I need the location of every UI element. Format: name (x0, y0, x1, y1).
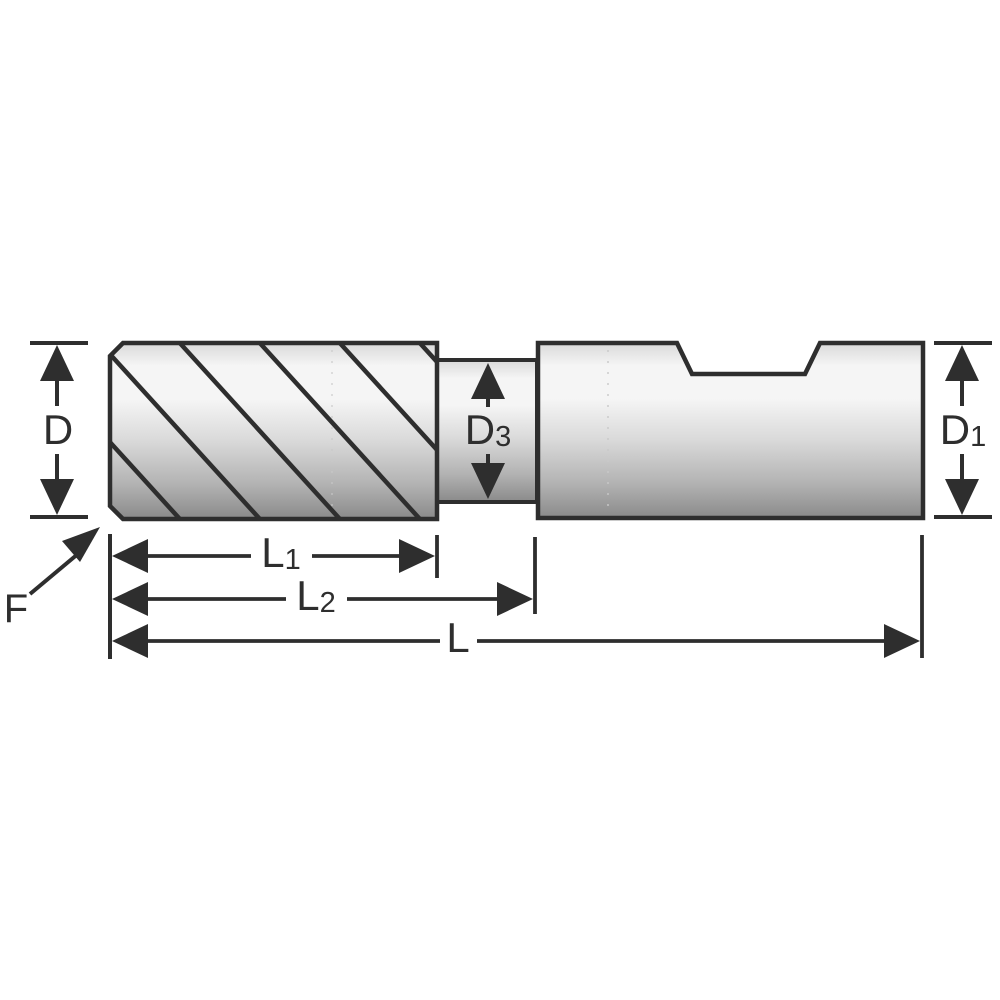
tool-body (107, 340, 926, 522)
arrow-left-icon (112, 539, 148, 573)
flute-line (110, 343, 280, 519)
arrow-down-icon (40, 479, 74, 515)
flute-line (246, 343, 437, 519)
arrow-up-icon (945, 345, 979, 381)
flute-section (107, 340, 440, 522)
callout-f: F (4, 527, 100, 631)
dimension-l: L (112, 535, 924, 661)
label-l1: L1 (261, 529, 301, 576)
dimension-l1: L1 (112, 529, 439, 578)
flute-line (326, 343, 437, 519)
flute-helix-lines (110, 343, 437, 519)
arrow-down-icon (471, 463, 505, 499)
dimension-d3: D3 (465, 363, 511, 499)
flute-line (110, 343, 200, 519)
arrow-up-icon (40, 345, 74, 381)
arrow-left-icon (112, 582, 148, 616)
arrow-right-icon (399, 539, 435, 573)
flute-line (166, 343, 360, 519)
dimension-d: D (30, 341, 88, 519)
label-l2: L2 (296, 572, 336, 619)
label-f: F (4, 587, 28, 631)
dimension-l2: L2 (112, 537, 537, 619)
arrow-down-icon (945, 479, 979, 515)
label-l: L (446, 614, 469, 661)
label-d: D (43, 406, 73, 453)
label-d3: D3 (465, 406, 511, 453)
leader-arrow-icon (62, 527, 100, 562)
label-d1: D1 (940, 406, 986, 453)
arrow-right-icon (884, 624, 920, 658)
arrow-right-icon (497, 582, 533, 616)
arrow-up-icon (471, 363, 505, 399)
dimension-d1: D1 (934, 341, 992, 519)
arrow-left-icon (112, 624, 148, 658)
shank-with-weldon-flat (535, 340, 926, 521)
